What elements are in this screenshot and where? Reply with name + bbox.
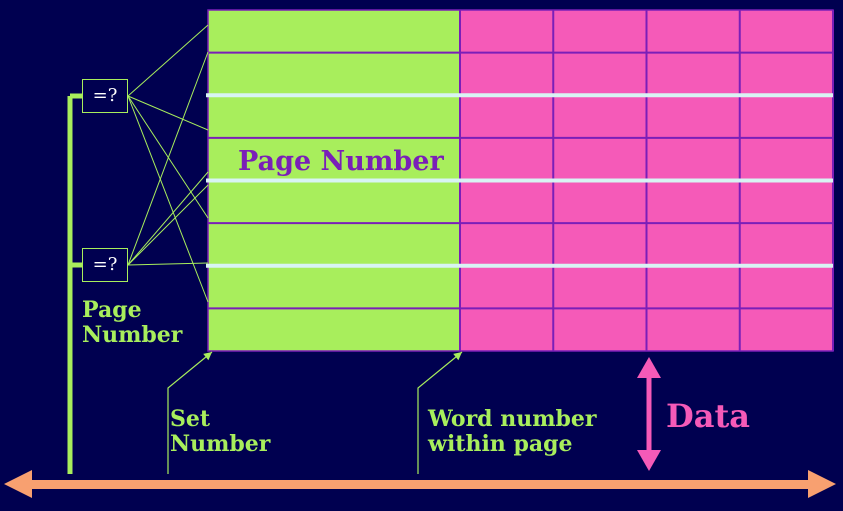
data-arrow-head-up xyxy=(637,357,661,378)
compare-wire xyxy=(127,171,209,266)
page-number-tag-label: Page Number xyxy=(238,146,444,177)
address-bus-head-right xyxy=(808,470,836,498)
page-number-side-label: Page Number xyxy=(82,297,183,349)
compare-wire xyxy=(127,184,209,266)
address-bus-head-left xyxy=(4,470,32,498)
address-bus-shaft xyxy=(24,480,820,489)
comparator-box: =? xyxy=(82,248,128,282)
data-label: Data xyxy=(666,397,750,435)
set-number-pointer xyxy=(167,351,213,474)
word-number-pointer xyxy=(417,351,463,474)
compare-wire xyxy=(127,95,209,131)
word-number-label: Word number within page xyxy=(428,406,597,458)
word-number-pointer-head xyxy=(453,352,462,361)
comparator-box: =? xyxy=(82,79,128,113)
set-number-label: Set Number xyxy=(170,406,271,458)
compare-wire xyxy=(127,262,209,266)
compare-wire xyxy=(127,24,209,97)
data-arrow-head-down xyxy=(637,450,661,471)
compare-wire xyxy=(127,51,209,266)
set-number-pointer-head xyxy=(203,352,212,361)
compare-wire xyxy=(127,95,209,303)
